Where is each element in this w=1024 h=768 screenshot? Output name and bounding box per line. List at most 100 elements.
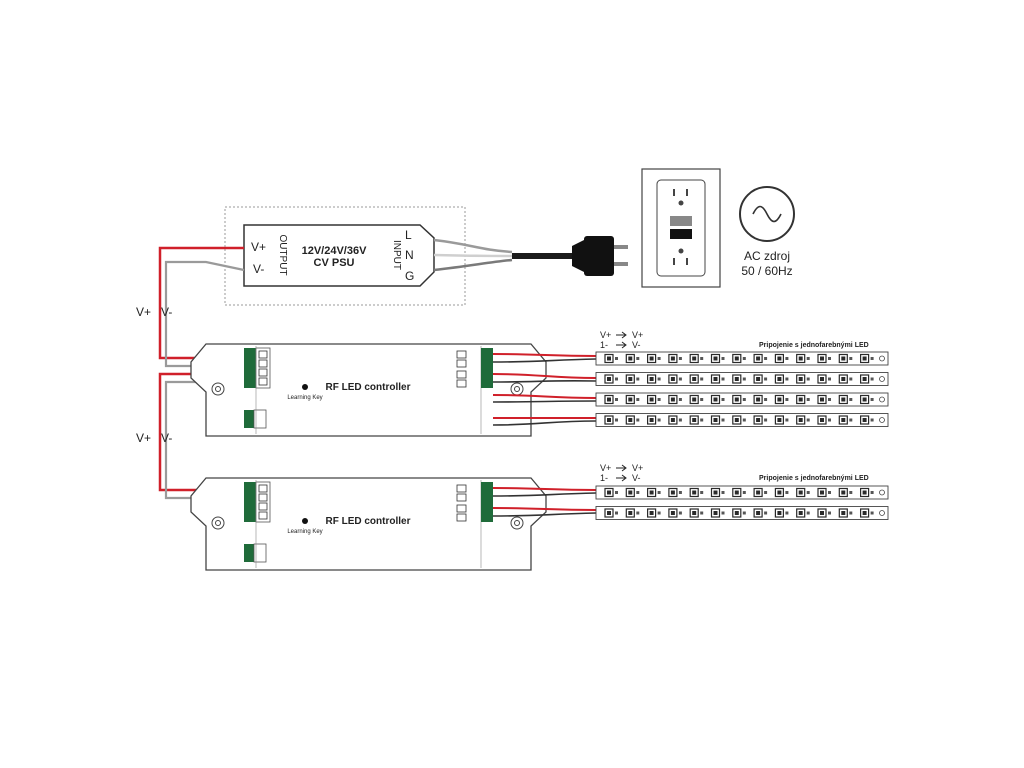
controller-1-learning-key-button[interactable] [302,384,308,390]
resistor [785,511,789,515]
strip-group-2-legend: V+ V+ 1- V- Pripojenie s jednofarebnými … [600,463,869,483]
led-chip-core [734,511,739,515]
led-chip-core [607,511,611,515]
led-chip-core [734,377,739,381]
resistor [849,511,853,515]
psu-title-line2: CV PSU [314,257,355,269]
controller-1-output-wires [492,353,597,426]
feed1-v-plus-label: V+ [136,305,151,319]
led-chip-core [670,490,675,495]
led-chip-core [607,397,611,402]
resistor [700,357,704,360]
led-chip-core [692,418,697,422]
led-chip-core [692,490,697,495]
resistor [657,511,661,515]
led-chip-core [862,490,867,495]
led-chip-core [670,377,675,381]
resistor [849,377,853,381]
led-chip-core [777,356,782,361]
controller-2-learning-key-button[interactable] [302,518,308,524]
resistor [742,398,746,401]
psu-title-line1: 12V/24V/36V [302,245,367,257]
ac-source-line2: 50 / 60Hz [741,264,792,278]
resistor [615,377,618,381]
resistor [764,491,768,494]
led-chip-core [607,490,611,495]
resistor [721,511,725,515]
controller-2-title: RF LED controller [325,516,410,527]
led-chip-core [607,356,611,361]
led-chip-core [862,377,867,381]
led-chip-core [713,511,718,515]
resistor [806,511,810,515]
resistor [806,491,810,494]
resistor [700,377,704,381]
resistor [636,357,640,360]
strip-group-2-legend-v-out: V+ [632,463,643,473]
resistor [700,511,704,515]
resistor [636,511,640,515]
resistor [615,511,618,515]
resistor [870,377,874,381]
ac-source-line1: AC zdroj [744,249,790,263]
led-chip-core [756,418,761,422]
led-chip-core [798,511,803,515]
resistor [615,418,618,422]
led-chip-core [756,397,761,402]
led-chip-core [713,418,718,422]
led-chip-core [734,356,739,361]
feed1-v-minus-label: V- [161,305,172,319]
controller-2-output-wires [492,487,597,517]
resistor [870,511,874,515]
resistor [870,491,874,494]
resistor [657,398,661,401]
arrow-right-icon [616,464,627,472]
controller-1: Learning Key RF LED controller [190,343,547,437]
resistor [742,491,746,494]
led-chip-core [820,397,824,402]
resistor [700,418,704,422]
strip-end-pad [879,376,885,382]
resistor [742,377,746,381]
led-chip-core [734,397,739,402]
resistor [828,511,831,515]
resistor [636,377,640,381]
led-chip-core [862,397,867,402]
resistor [849,418,853,422]
led-chip-core [628,418,633,422]
led-chip-core [628,490,633,495]
resistor [806,418,810,422]
resistor [678,377,682,381]
led-chip-core [820,511,824,515]
led-chip-core [649,356,654,361]
led-chip-core [670,397,675,402]
led-chip-core [798,397,803,402]
led-chip-core [692,356,697,361]
resistor [806,377,810,381]
controller-1-title: RF LED controller [325,382,410,393]
strip-end-pad [879,396,885,403]
resistor [678,511,682,515]
led-chip-core [798,490,803,495]
led-chip-core [670,418,675,422]
arrow-right-icon [616,331,627,339]
resistor [764,398,768,401]
led-chip-core [798,377,803,381]
resistor [849,357,853,360]
resistor [785,418,789,422]
led-chip-core [628,356,633,361]
led-chip-core [798,356,803,361]
strip-group-2-legend-ch-in: 1- [600,473,608,483]
led-strip-2-1 [595,485,889,500]
led-chip-core [607,377,611,381]
strip-group-1-title: Pripojenie s jednofarebnými LED [759,342,869,349]
controller-1-output-terminal [456,348,493,388]
led-chip-core [628,377,633,381]
resistor [870,357,874,360]
led-chip-core [756,511,761,515]
resistor [700,398,704,401]
resistor [785,491,789,494]
resistor [742,357,746,360]
led-chip-core [756,356,761,361]
